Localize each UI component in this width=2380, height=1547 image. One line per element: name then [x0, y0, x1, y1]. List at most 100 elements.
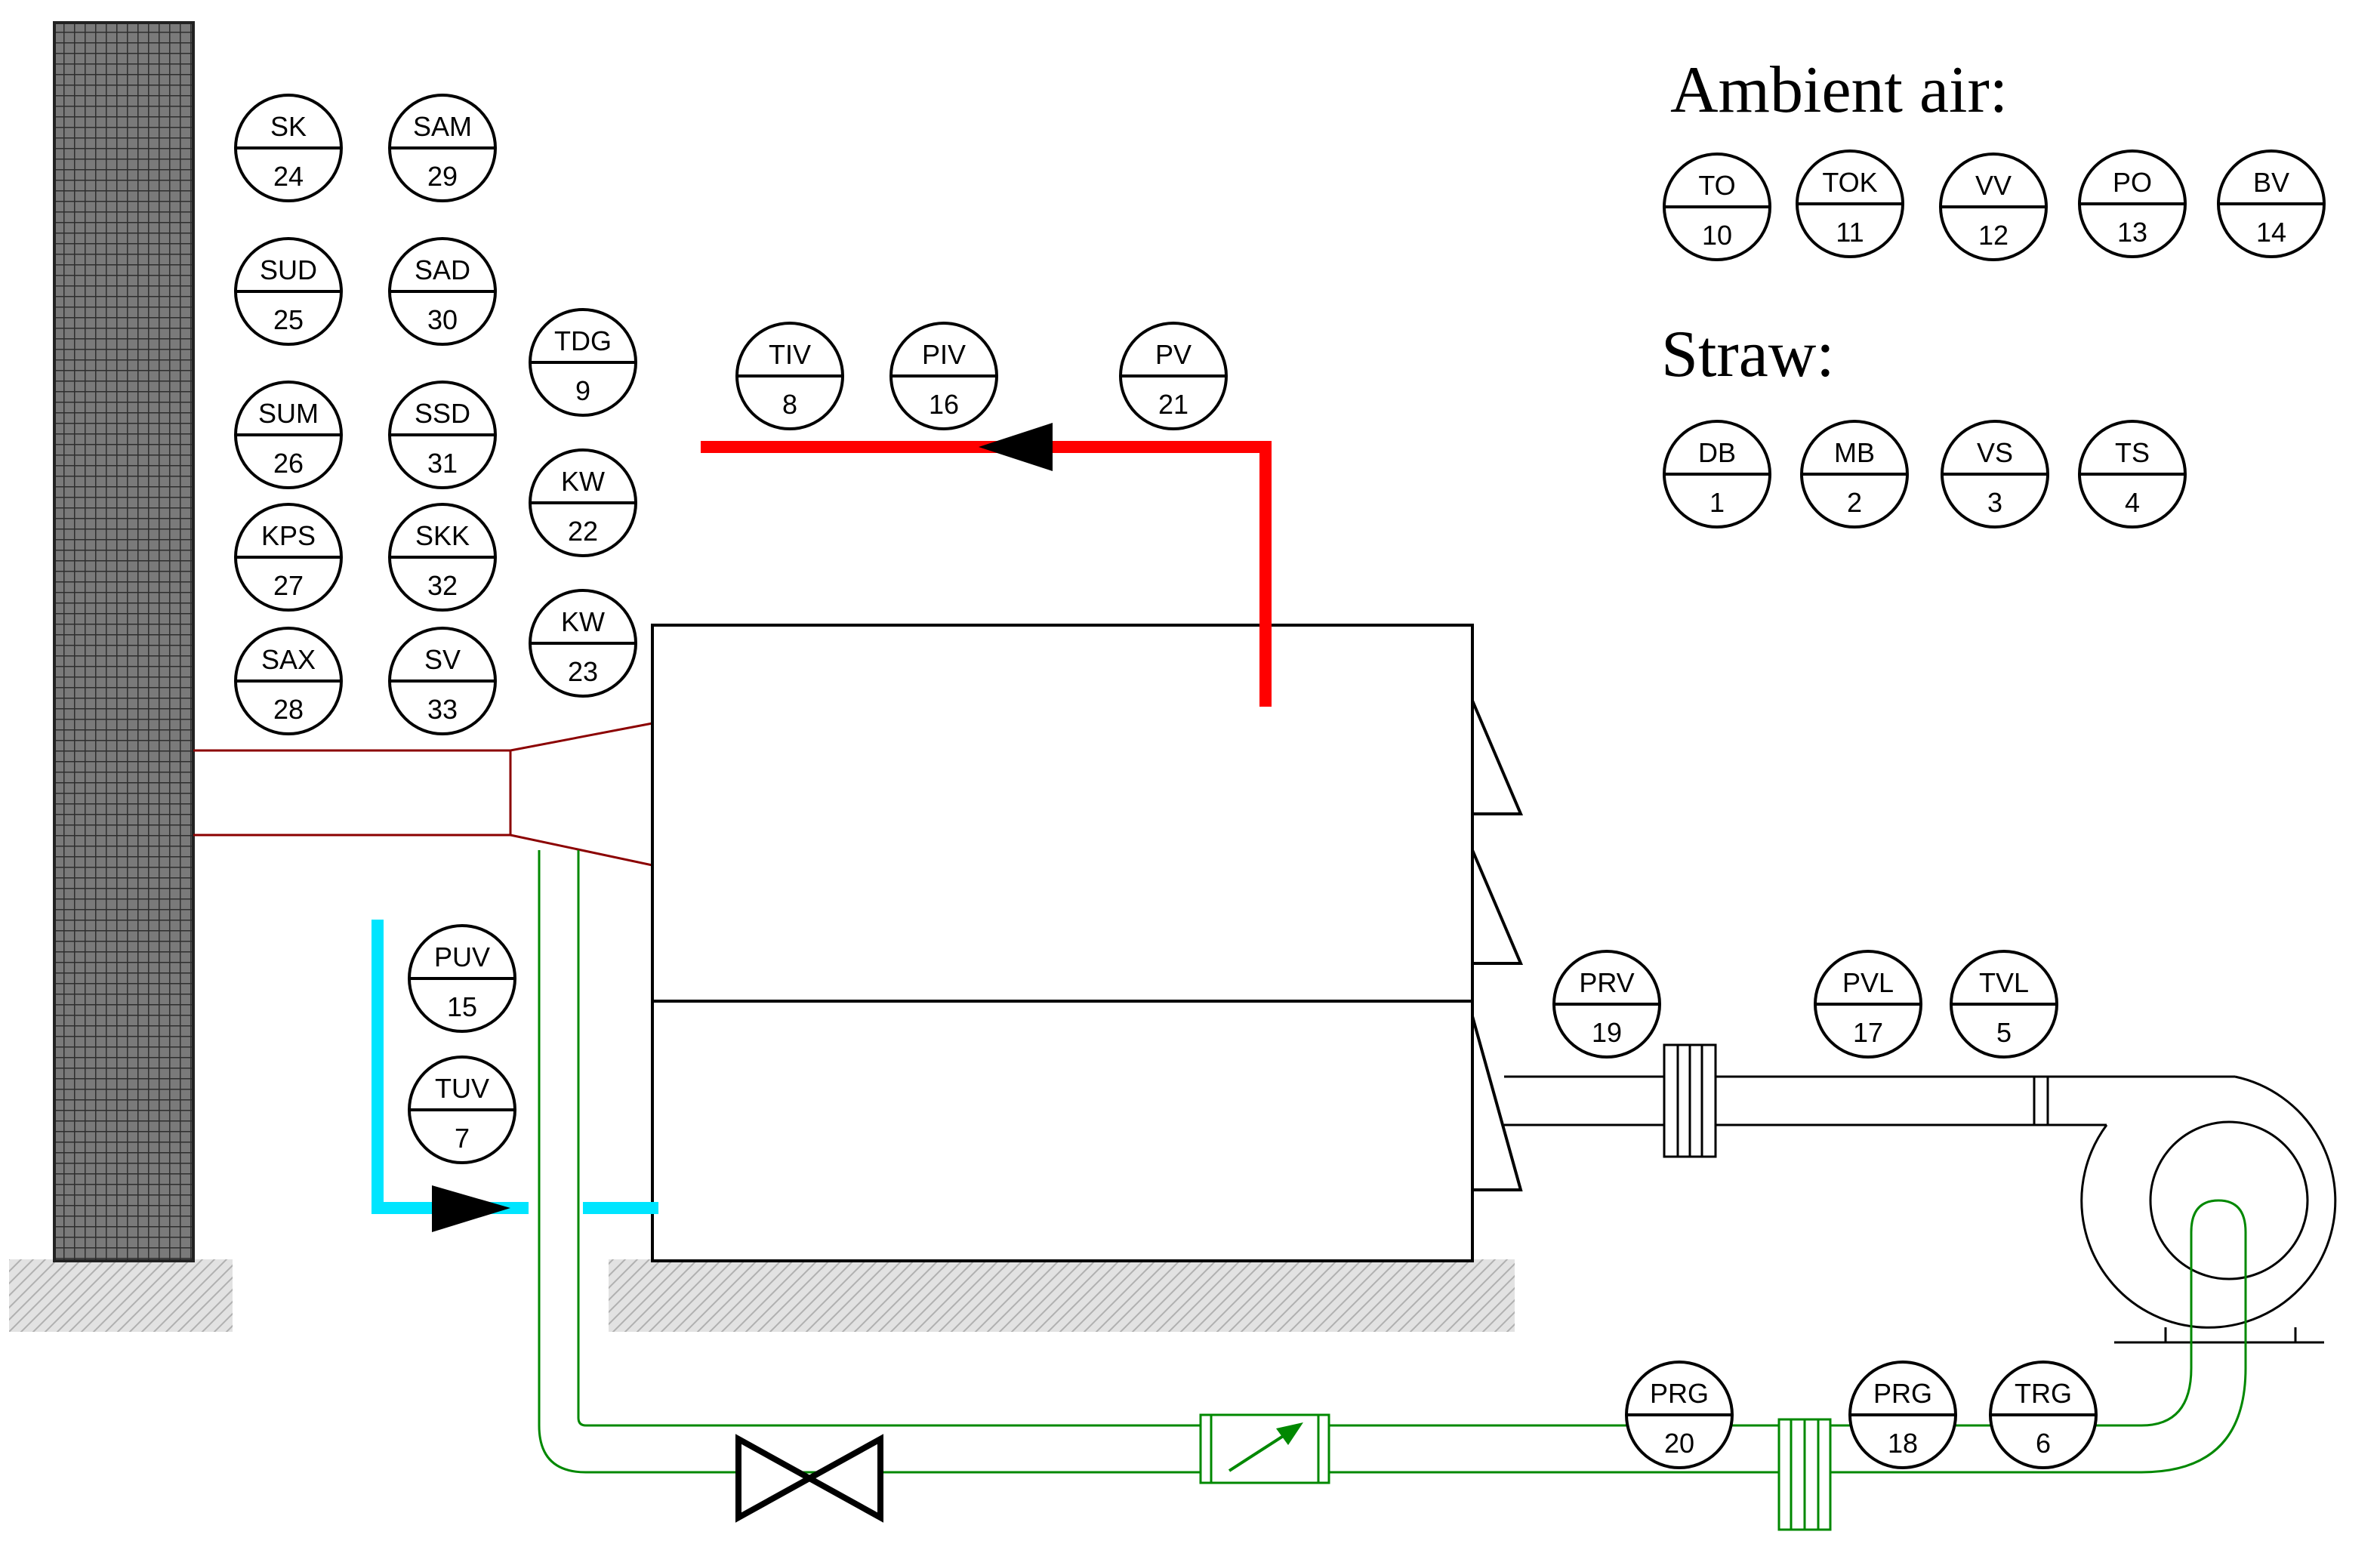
- sensor-number: 17: [1853, 1017, 1883, 1048]
- sensor-number: 27: [273, 570, 304, 601]
- sensor-tag: DB: [1698, 437, 1736, 468]
- sensor-tag: PIV: [922, 339, 966, 370]
- sensor-tag: SKK: [415, 520, 470, 551]
- sensor-tag: PVL: [1842, 967, 1894, 998]
- sensor-tag: BV: [2253, 167, 2289, 198]
- boiler-foundation: [609, 1259, 1515, 1332]
- sensor-tag: PV: [1155, 339, 1192, 370]
- sensor-number: 23: [568, 656, 598, 687]
- sensor-number: 20: [1664, 1428, 1694, 1459]
- sensor-number: 18: [1888, 1428, 1918, 1459]
- sensor-number: 3: [1987, 487, 2002, 518]
- flow-meter-arrow: [1228, 1422, 1303, 1472]
- sensor-ts-4: TS 4: [2078, 420, 2187, 529]
- sensor-tag: TIV: [769, 339, 811, 370]
- sensor-tag: SAM: [413, 111, 472, 142]
- sensor-tag: PO: [2113, 167, 2152, 198]
- sensor-prg-18: PRG 18: [1848, 1361, 1957, 1469]
- sensor-number: 21: [1158, 389, 1188, 420]
- sensor-tag: TOK: [1822, 167, 1877, 198]
- sensor-number: 11: [1836, 217, 1864, 248]
- sensor-number: 10: [1702, 220, 1732, 251]
- sensor-po-13: PO 13: [2078, 149, 2187, 258]
- fan: [2080, 1075, 2337, 1344]
- sensor-tag: PRG: [1650, 1378, 1709, 1409]
- chimney: [53, 21, 195, 1262]
- sensor-tag: PRV: [1579, 967, 1634, 998]
- sensor-tag: SV: [424, 644, 461, 675]
- straw-heading: Straw:: [1661, 318, 1835, 391]
- sensor-sum-26: SUM 26: [234, 381, 343, 489]
- sensor-tag: TRG: [2015, 1378, 2072, 1409]
- return-flow-arrow: [432, 1185, 510, 1232]
- sensor-layer: SK24SAM29SUD25SAD30SUM26SSD31KPS27SKK32S…: [234, 94, 2326, 1469]
- sensor-number: 8: [782, 389, 797, 420]
- boiler: [651, 624, 1524, 1262]
- sensor-number: 28: [273, 694, 304, 725]
- sensor-number: 30: [427, 304, 458, 335]
- sensor-puv-15: PUV 15: [408, 924, 516, 1033]
- chimney-foundation: [9, 1259, 233, 1332]
- sensor-tag: PRG: [1873, 1378, 1932, 1409]
- sensor-tag: TUV: [435, 1073, 489, 1104]
- sensor-number: 15: [447, 991, 477, 1022]
- sensor-tag: SAX: [261, 644, 316, 675]
- sensor-tok-11: TOK 11: [1796, 149, 1904, 258]
- sensor-kw-23: KW 23: [529, 589, 637, 698]
- sensor-sad-30: SAD 30: [388, 237, 497, 346]
- sensor-tag: VV: [1975, 170, 2012, 201]
- sensor-tag: TS: [2115, 437, 2150, 468]
- sensor-tag: VS: [1977, 437, 2013, 468]
- sensor-tag: MB: [1834, 437, 1875, 468]
- sensor-mb-2: MB 2: [1800, 420, 1909, 529]
- gas-line: [538, 850, 2247, 1531]
- sensor-tag: TO: [1698, 170, 1735, 201]
- sensor-number: 13: [2117, 217, 2147, 248]
- sensor-number: 19: [1592, 1017, 1622, 1048]
- sensor-tag: SAD: [415, 254, 470, 285]
- sensor-tag: TDG: [554, 325, 612, 356]
- sensor-prg-20: PRG 20: [1625, 1361, 1734, 1469]
- sensor-tag: KW: [561, 606, 605, 637]
- sensor-kw-22: KW 22: [529, 448, 637, 557]
- sensor-tdg-9: TDG 9: [529, 308, 637, 417]
- sensor-tuv-7: TUV 7: [408, 1055, 516, 1164]
- sensor-pv-21: PV 21: [1119, 322, 1228, 430]
- sensor-tag: SSD: [415, 398, 470, 429]
- sensor-number: 7: [455, 1123, 470, 1154]
- air-duct: [1504, 1043, 2235, 1158]
- sensor-vs-3: VS 3: [1941, 420, 2049, 529]
- sensor-number: 26: [273, 448, 304, 479]
- sensor-number: 16: [929, 389, 959, 420]
- sensor-number: 9: [575, 375, 590, 406]
- sensor-number: 22: [568, 516, 598, 547]
- sensor-number: 12: [1978, 220, 2009, 251]
- sensor-number: 24: [273, 161, 304, 192]
- sensor-tag: SUM: [258, 398, 319, 429]
- sensor-db-1: DB1: [1663, 420, 1771, 529]
- sensor-number: 4: [2125, 487, 2140, 518]
- sensor-number: 31: [427, 448, 458, 479]
- sensor-prv-19: PRV 19: [1552, 950, 1661, 1059]
- flue-duct: [193, 722, 653, 867]
- sensor-pvl-17: PVL 17: [1814, 950, 1922, 1059]
- sensor-number: 2: [1847, 487, 1862, 518]
- sensor-sv-33: SV 33: [388, 627, 497, 735]
- sensor-vv-12: VV 12: [1939, 153, 2048, 261]
- sensor-tiv-8: TIV 8: [735, 322, 844, 430]
- sensor-sax-28: SAX 28: [234, 627, 343, 735]
- hot-flow-line: [701, 423, 1272, 707]
- sensor-tag: KW: [561, 466, 605, 497]
- sensor-tag: KPS: [261, 520, 316, 551]
- sensor-tag: PUV: [434, 941, 490, 972]
- sensor-to-10: TO 10: [1663, 153, 1771, 261]
- sensor-piv-16: PIV 16: [889, 322, 998, 430]
- sensor-number: 33: [427, 694, 458, 725]
